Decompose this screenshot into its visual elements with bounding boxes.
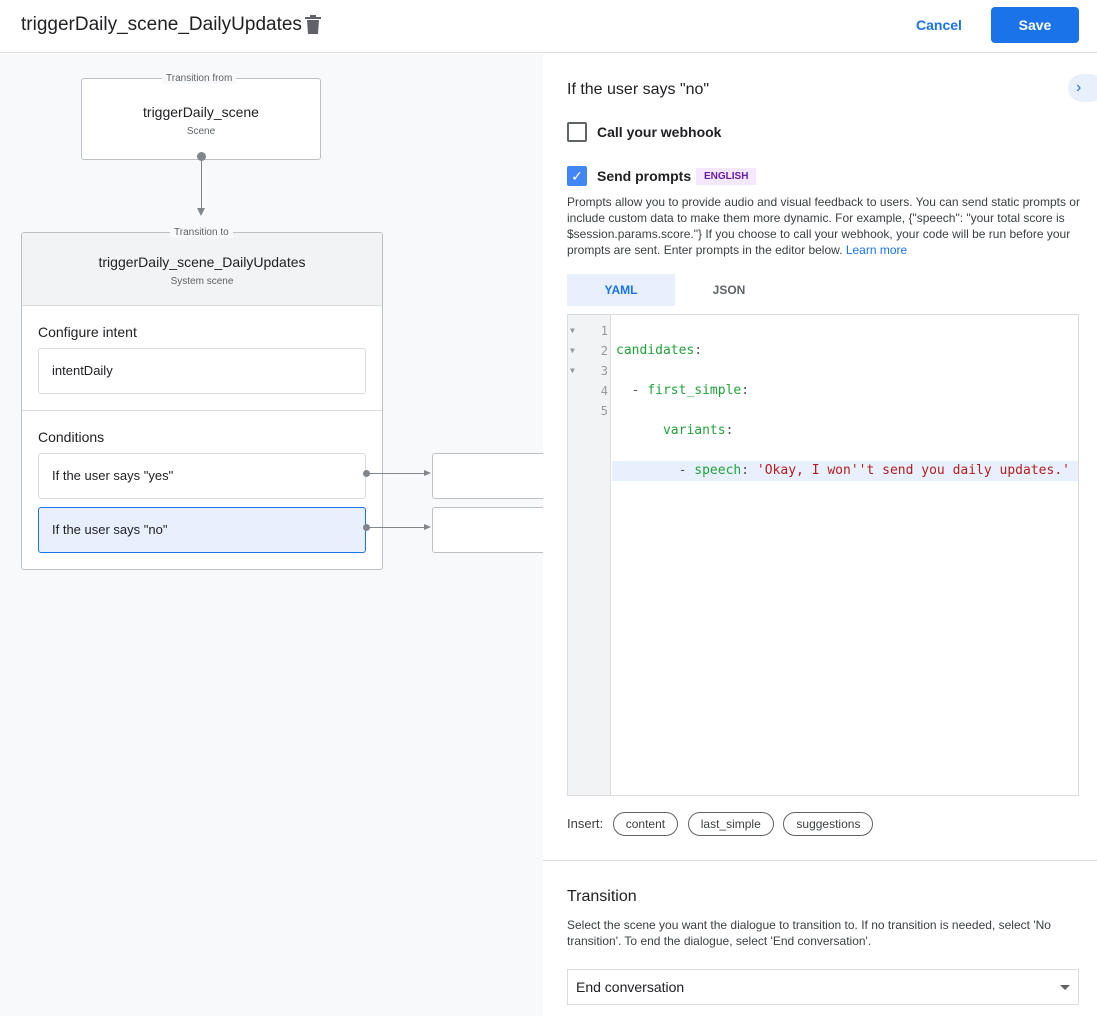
transition-to-label: Transition to — [170, 227, 233, 238]
insert-content-chip[interactable]: content — [612, 812, 679, 836]
from-scene-name: triggerDaily_scene — [143, 104, 259, 120]
webhook-checkbox[interactable] — [567, 122, 587, 142]
language-badge: ENGLISH — [696, 168, 757, 185]
panel-heading: If the user says "no" — [567, 81, 710, 98]
insert-row: Insert: content last_simple suggestions — [567, 812, 874, 836]
prompts-description: Prompts allow you to provide audio and v… — [567, 195, 1080, 257]
tab-yaml[interactable]: YAML — [567, 274, 675, 306]
line-number: 4 — [600, 384, 608, 398]
cancel-button[interactable]: Cancel — [916, 17, 962, 33]
conditions-title: Conditions — [38, 429, 105, 445]
condition-yes[interactable]: If the user says "yes" — [38, 453, 366, 499]
trash-icon[interactable] — [305, 15, 321, 34]
scene-name: triggerDaily_scene_DailyUpdates — [98, 254, 306, 270]
code-editor[interactable]: ▼1 ▼2 ▼3 4 5 candidates: - first_simple:… — [567, 314, 1079, 796]
line-number: ▼3 — [570, 364, 608, 378]
page-title: triggerDaily_scene_DailyUpdates — [21, 14, 302, 35]
insert-last-simple-chip[interactable]: last_simple — [687, 812, 774, 836]
tab-json[interactable]: JSON — [712, 283, 746, 297]
condition-panel: If the user says "no" › Call your webhoo… — [543, 54, 1097, 1016]
from-scene-type: Scene — [186, 126, 216, 137]
condition-no[interactable]: If the user says "no" — [38, 507, 366, 553]
line-number: 5 — [600, 404, 608, 418]
line-number: ▼1 — [570, 324, 608, 338]
arrow-icon — [197, 208, 205, 216]
transition-select[interactable]: End conversation — [567, 969, 1079, 1005]
send-prompts-checkbox[interactable]: ✓ — [567, 166, 587, 186]
send-prompts-label: Send prompts — [597, 168, 692, 184]
transition-from-card[interactable]: triggerDaily_scene Scene — [81, 78, 321, 160]
learn-more-link[interactable]: Learn more — [845, 243, 908, 257]
transition-title: Transition — [567, 888, 637, 905]
dropdown-arrow-icon — [1060, 985, 1070, 990]
collapse-panel-button[interactable]: › — [1068, 74, 1097, 102]
insert-suggestions-chip[interactable]: suggestions — [783, 812, 874, 836]
line-number: ▼2 — [570, 344, 608, 358]
save-button[interactable]: Save — [991, 7, 1079, 43]
code-content: candidates: - first_simple: variants: - … — [612, 321, 1078, 541]
transition-from-label: Transition from — [162, 73, 237, 84]
scene-card: triggerDaily_scene_DailyUpdates System s… — [21, 232, 383, 570]
webhook-label: Call your webhook — [597, 124, 722, 140]
yes-target-node[interactable] — [432, 453, 543, 499]
configure-intent-title: Configure intent — [38, 324, 137, 340]
transition-description: Select the scene you want the dialogue t… — [567, 918, 1051, 948]
header: triggerDaily_scene_DailyUpdates Cancel S… — [0, 0, 1097, 53]
no-target-node[interactable] — [432, 507, 543, 553]
intent-field[interactable]: intentDaily — [38, 348, 366, 394]
flow-canvas: triggerDaily_scene Scene Transition from… — [0, 54, 543, 1016]
scene-type: System scene — [170, 276, 234, 287]
